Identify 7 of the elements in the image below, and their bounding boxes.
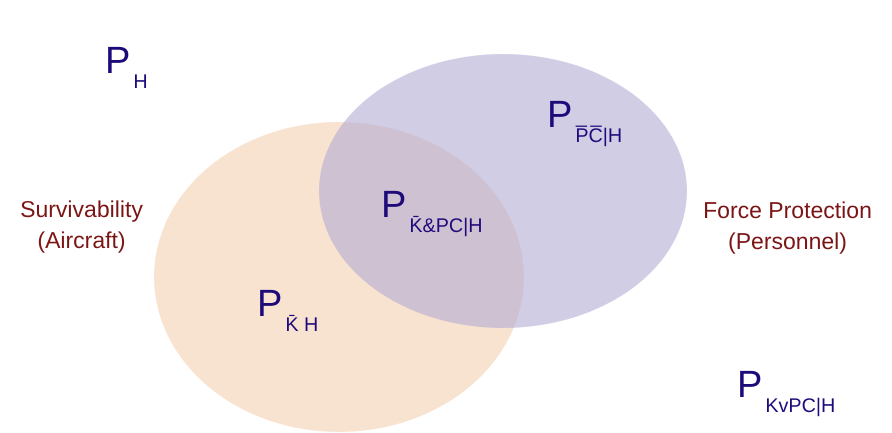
probability-label: P$_{K̄&PC|H}$: [381, 186, 483, 237]
probability-label: P$_{H}$: [105, 42, 148, 93]
probability-label: P$_{P̅C̅|H}$: [547, 96, 622, 147]
set-heading: Survivability (Aircraft): [19, 195, 144, 256]
probability-label: P$_{KvPC|H}$: [737, 366, 836, 417]
probability-label: P$_{K̄ H}$: [257, 285, 318, 336]
set-heading: Force Protection (Personnel): [702, 196, 873, 256]
